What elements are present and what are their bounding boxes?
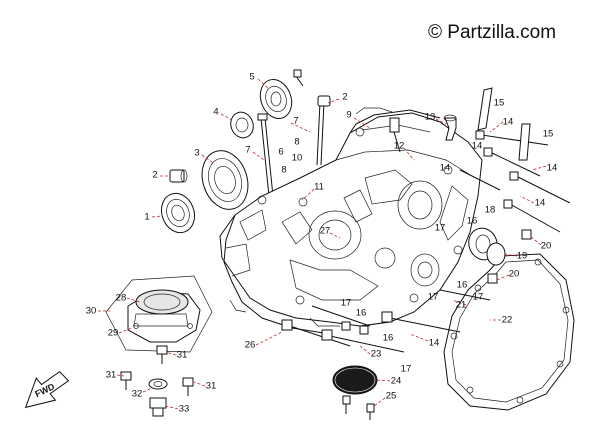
callout-c15b: 15 xyxy=(543,129,554,140)
callout-c14b: 14 xyxy=(472,141,483,152)
callout-c33: 33 xyxy=(179,404,190,415)
fitting-12 xyxy=(389,117,401,153)
forward-direction-arrow: FWD xyxy=(24,370,70,409)
callout-c21: 21 xyxy=(456,300,467,311)
stud-bolt-7-right xyxy=(316,97,328,166)
dowel-pin-2-left xyxy=(169,169,188,183)
callout-c14f: 14 xyxy=(429,338,440,349)
bearing-5 xyxy=(259,79,293,119)
callout-c2a: 2 xyxy=(342,92,347,103)
callout-c14e: 14 xyxy=(535,198,546,209)
callout-c14d: 14 xyxy=(547,163,558,174)
callout-c24: 24 xyxy=(391,376,402,387)
callout-c2b: 2 xyxy=(152,170,157,181)
leader-lines xyxy=(98,78,547,410)
callout-c26: 26 xyxy=(245,340,256,351)
callout-c9: 9 xyxy=(346,110,351,121)
callout-c13: 13 xyxy=(425,112,436,123)
callout-c14c: 14 xyxy=(440,163,451,174)
callout-c23: 23 xyxy=(371,349,382,360)
callout-c19: 19 xyxy=(517,251,528,262)
callout-c8a: 8 xyxy=(294,137,299,148)
callout-c11: 11 xyxy=(314,182,324,193)
hose-fitting-13 xyxy=(443,114,457,141)
callout-c28: 28 xyxy=(116,293,127,304)
partzilla-watermark: © Partzilla.com xyxy=(428,22,557,43)
callout-c8b: 8 xyxy=(281,165,286,176)
callout-c22: 22 xyxy=(502,315,513,326)
callout-c32: 32 xyxy=(132,389,143,400)
cover-plate-24 xyxy=(332,365,378,395)
callout-c29: 29 xyxy=(108,328,119,339)
callout-c6: 6 xyxy=(278,147,283,158)
callout-c7b: 7 xyxy=(245,145,250,156)
seal-4 xyxy=(230,111,254,139)
long-bolts-14 xyxy=(459,130,571,233)
callout-c1: 1 xyxy=(144,212,149,223)
callout-c10: 10 xyxy=(292,153,303,164)
callout-c16d: 16 xyxy=(383,333,394,344)
callout-c16c: 16 xyxy=(356,308,367,319)
bracket-15 xyxy=(477,87,531,161)
callout-c18: 18 xyxy=(485,205,496,216)
callout-c5: 5 xyxy=(249,72,254,83)
callout-c17d: 17 xyxy=(341,298,352,309)
strainer-assembly-28-29 xyxy=(127,289,201,343)
callout-c16b: 16 xyxy=(457,280,468,291)
callout-c17b: 17 xyxy=(473,292,484,303)
callout-c31c: 31 xyxy=(206,381,217,392)
drain-plug-33 xyxy=(149,397,167,417)
callout-c14a: 14 xyxy=(503,117,514,128)
bottom-bolts xyxy=(281,289,491,353)
small-bolt-5 xyxy=(293,69,304,87)
callout-c12: 12 xyxy=(394,141,405,152)
callout-c31a: 31 xyxy=(177,350,188,361)
callout-c17c: 17 xyxy=(428,292,439,303)
callout-c15a: 15 xyxy=(494,98,505,109)
gasket-9 xyxy=(355,107,393,115)
crankcase-main-body xyxy=(219,109,483,335)
dowel-pin-2-top xyxy=(317,95,331,107)
stud-bolt-7-left xyxy=(257,113,274,197)
callout-c4: 4 xyxy=(213,107,218,118)
plug-20 xyxy=(487,229,532,284)
callout-c17a: 17 xyxy=(435,223,446,234)
callout-c3: 3 xyxy=(194,148,199,159)
side-cover-gasket-22 xyxy=(443,253,575,411)
callout-c20a: 20 xyxy=(541,241,552,252)
bearing-1 xyxy=(160,192,196,234)
callout-c16a: 16 xyxy=(467,216,478,227)
callout-c31b: 31 xyxy=(106,370,117,381)
callout-c7a: 7 xyxy=(293,116,298,127)
callout-c17e: 17 xyxy=(401,364,412,375)
washer-32 xyxy=(148,378,168,390)
callout-c27: 27 xyxy=(320,226,331,237)
callout-c20b: 20 xyxy=(509,269,520,280)
callout-c25: 25 xyxy=(386,391,397,402)
oring-19 xyxy=(486,242,506,266)
callout-c30: 30 xyxy=(86,306,97,317)
bolts-25 xyxy=(342,395,375,420)
drain-bolts-31 xyxy=(120,345,194,396)
bracket-30-outline xyxy=(105,275,213,353)
bearing-3 xyxy=(201,150,249,210)
